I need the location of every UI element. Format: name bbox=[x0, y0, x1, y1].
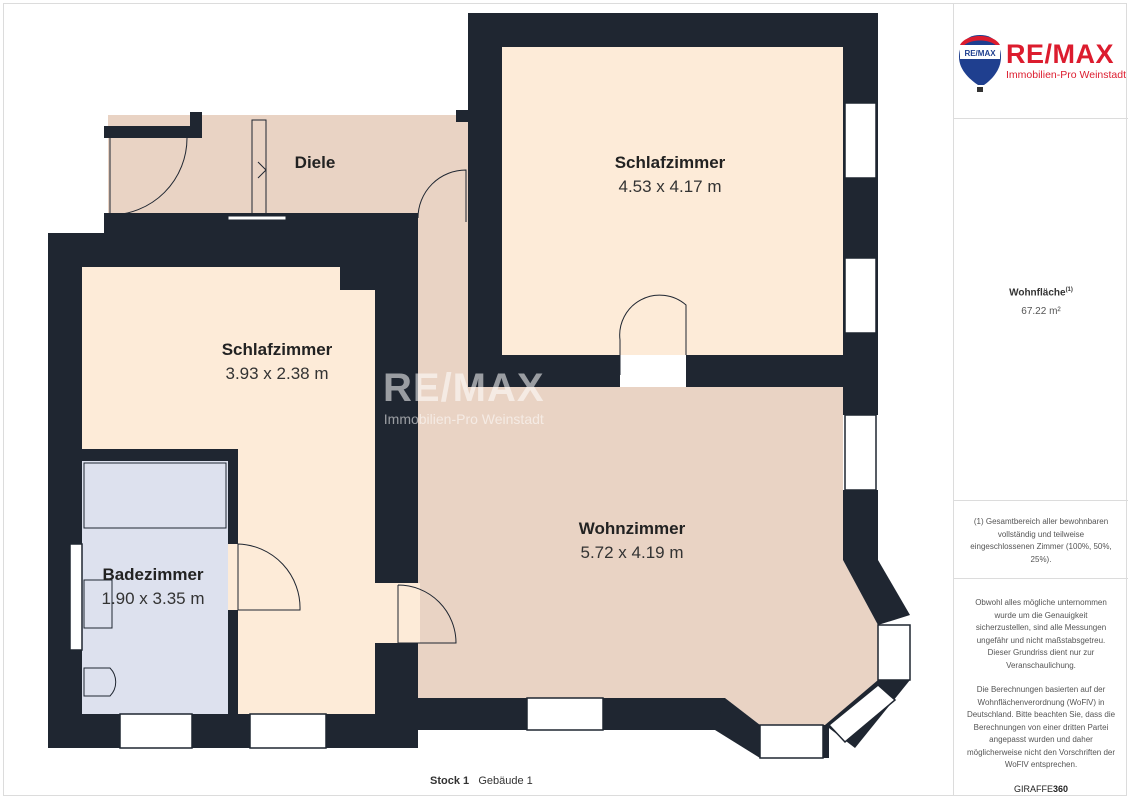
room-dims-wohnzimmer: 5.72 x 4.19 m bbox=[580, 543, 683, 562]
area-value: 67.22 m² bbox=[1021, 306, 1061, 318]
room-dims-schlafzimmer-2: 3.93 x 2.38 m bbox=[225, 364, 328, 383]
floor-plan: Diele Schlafzimmer 4.53 x 4.17 m Schlafz… bbox=[48, 13, 911, 759]
balloon-icon: RE/MAX bbox=[959, 35, 1001, 92]
area-label: Wohnfläche(1) bbox=[1009, 287, 1073, 299]
room-name-schlafzimmer-2: Schlafzimmer bbox=[222, 340, 333, 359]
bath-floor bbox=[82, 449, 228, 714]
brand-name: RE/MAX bbox=[1006, 39, 1115, 69]
remax-logo: RE/MAX RE/MAX Immobilien-Pro Weinstadt bbox=[954, 3, 1128, 118]
watermark-subtitle: Immobilien-Pro Weinstadt bbox=[383, 411, 544, 427]
disclaimer-section: Obwohl alles mögliche unternommen wurde … bbox=[954, 578, 1128, 796]
svg-text:RE/MAX: RE/MAX bbox=[964, 49, 996, 58]
windows bbox=[69, 102, 911, 759]
area-section: Wohnfläche(1) 67.22 m² bbox=[954, 118, 1128, 500]
room-name-wohnzimmer: Wohnzimmer bbox=[579, 519, 686, 538]
room-dims-schlafzimmer-1: 4.53 x 4.17 m bbox=[618, 177, 721, 196]
disclaimer-2: Die Berechnungen basierten auf der Wohnf… bbox=[966, 685, 1116, 769]
building-label: Gebäude 1 bbox=[478, 775, 533, 787]
living-floor bbox=[418, 387, 878, 725]
floor-caption: Stock 1 Gebäude 1 bbox=[430, 775, 533, 787]
info-sidebar: RE/MAX RE/MAX Immobilien-Pro Weinstadt W… bbox=[953, 3, 1128, 796]
floor-label: Stock 1 bbox=[430, 775, 470, 787]
page-frame bbox=[3, 3, 1127, 796]
hall-floor bbox=[415, 115, 470, 395]
room-name-diele: Diele bbox=[295, 153, 336, 172]
doors bbox=[83, 119, 687, 697]
watermark-logo: RE/MAX bbox=[383, 366, 545, 410]
room-name-schlafzimmer-1: Schlafzimmer bbox=[615, 153, 726, 172]
provider-logo: GIRAFFE360 bbox=[1013, 783, 1069, 794]
watermark: RE/MAX Immobilien-Pro Weinstadt bbox=[383, 366, 545, 427]
room-name-badezimmer: Badezimmer bbox=[102, 565, 203, 584]
bedroom1-floor bbox=[502, 47, 843, 355]
disclaimer-1: Obwohl alles mögliche unternommen wurde … bbox=[975, 598, 1107, 670]
brand-subtitle: Immobilien-Pro Weinstadt bbox=[1006, 69, 1127, 81]
footnote: (1) Gesamtbereich aller bewohnbaren voll… bbox=[954, 500, 1128, 578]
walls bbox=[48, 13, 910, 758]
room-dims-badezimmer: 1.90 x 3.35 m bbox=[101, 589, 204, 608]
